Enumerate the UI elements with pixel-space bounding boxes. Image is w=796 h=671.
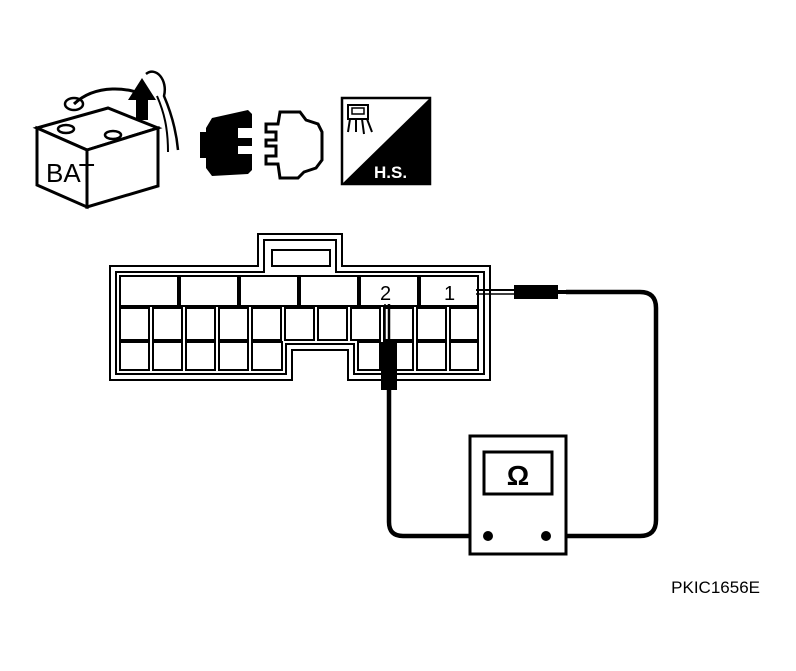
probe-pin-2 — [381, 304, 397, 390]
pin-1-label: 1 — [444, 283, 455, 305]
pin-2-label: 2 — [380, 283, 391, 305]
test-leads — [386, 289, 659, 539]
harness-side-icon: H.S. — [340, 96, 432, 186]
ohm-symbol: Ω — [507, 460, 529, 491]
connector-top-row — [119, 275, 479, 307]
meter-terminal-right — [541, 531, 551, 541]
meter-terminal-left — [483, 531, 493, 541]
battery-label: BAT — [46, 158, 95, 188]
connector-disconnect-icon — [200, 110, 324, 180]
harness-side-label: H.S. — [374, 163, 407, 182]
connector-bottom-row — [119, 341, 479, 371]
probe-pin-1 — [476, 285, 566, 299]
harness-connector: 2 1 — [109, 233, 491, 381]
connector-middle-row — [119, 307, 479, 341]
battery-disconnect-icon: BAT — [32, 70, 180, 210]
figure-code: PKIC1656E — [671, 578, 760, 597]
ohmmeter: Ω — [468, 434, 568, 556]
